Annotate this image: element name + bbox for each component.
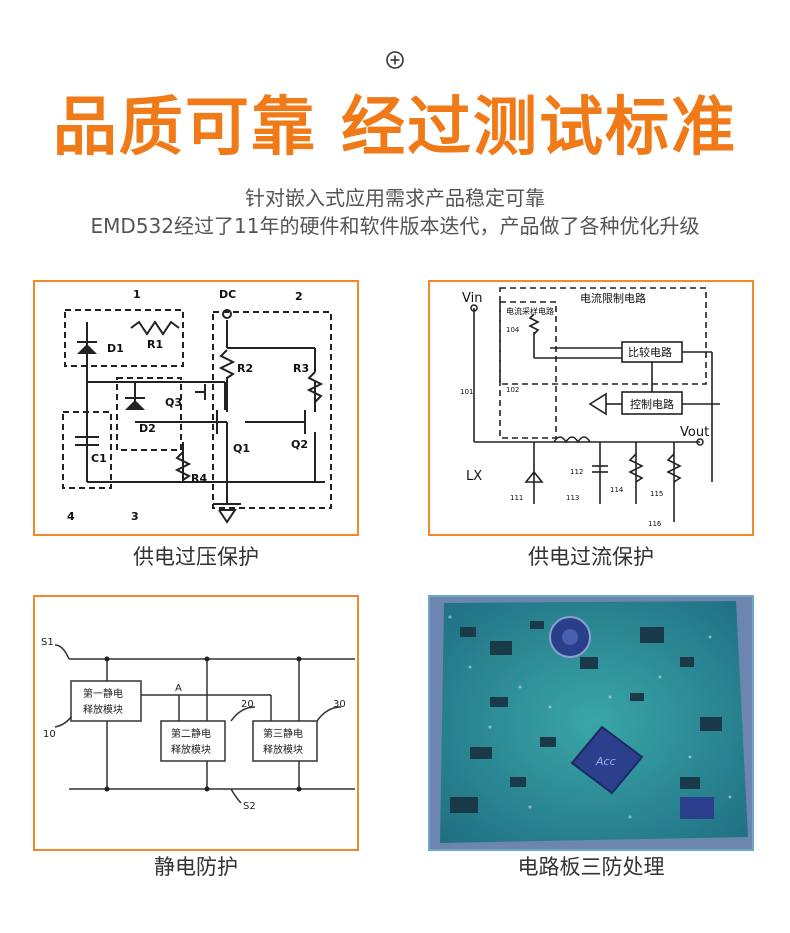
label-102: 102 [506,386,519,394]
esd-block-diagram: S1 S2 A 第一静电 释放模块 第二静电 释放模块 第三静电 释放模块 10… [41,637,355,812]
label-r1: R1 [147,338,163,351]
label-lx: LX [466,469,482,484]
label-n2: 2 [295,290,303,303]
label-c1: C1 [91,452,107,465]
card-overvoltage: 1 2 3 4 DC D1 R1 R2 R3 Q3 D2 C1 Q1 Q2 R4 [33,280,359,536]
label-101: 101 [460,388,473,396]
label-module3-line2: 释放模块 [263,743,303,756]
label-q3: Q3 [165,396,182,409]
label-n4: 4 [67,510,75,523]
label-module2-line1: 第二静电 [171,727,211,740]
card-pcb: Acc [428,595,754,851]
pcb-photo: Acc [430,597,752,849]
label-module2-line2: 释放模块 [171,743,211,756]
label-115: 115 [650,490,663,498]
card-esd: S1 S2 A 第一静电 释放模块 第二静电 释放模块 第三静电 释放模块 10… [33,595,359,851]
label-30: 30 [333,699,346,710]
label-vin: Vin [462,291,482,306]
subtitle-line-1: 针对嵌入式应用需求产品稳定可靠 [245,186,545,210]
label-n3: 3 [131,510,139,523]
label-q2: Q2 [291,438,308,451]
label-sample-circuit: 电流采样电路 [506,306,554,316]
card-overcurrent: Vin 电流限制电路 电流采样电路 比较电路 控制电路 Vout LX 101 … [428,280,754,536]
label-10: 10 [43,729,56,740]
page-title: 品质可靠 经过测试标准 [52,91,738,165]
label-113: 113 [566,494,579,502]
label-s2: S2 [243,801,256,812]
label-chip-acc: Acc [595,755,616,768]
overcurrent-circuit-diagram: Vin 电流限制电路 电流采样电路 比较电路 控制电路 Vout LX 101 … [460,287,720,528]
label-q1: Q1 [233,442,250,455]
overvoltage-circuit-diagram: 1 2 3 4 DC D1 R1 R2 R3 Q3 D2 C1 Q1 Q2 R4 [62,288,332,524]
label-module1-line2: 释放模块 [83,703,123,716]
label-n1: 1 [133,288,141,301]
label-d2: D2 [139,422,156,435]
label-104: 104 [506,326,520,334]
label-compare-circuit: 比较电路 [628,345,672,359]
label-20: 20 [241,699,254,710]
label-116: 116 [648,520,662,528]
label-112: 112 [570,468,583,476]
caption-esd: 静电防护 [154,855,238,879]
label-control-circuit: 控制电路 [630,397,674,411]
label-vout: Vout [680,425,709,440]
label-111: 111 [510,494,523,502]
label-a: A [175,683,182,694]
caption-overvoltage: 供电过压保护 [133,545,259,569]
caption-overcurrent: 供电过流保护 [528,545,654,569]
label-114: 114 [610,486,624,494]
label-dc: DC [219,288,236,301]
label-r4: R4 [191,472,207,485]
plus-circle-icon [386,51,404,69]
label-module1-line1: 第一静电 [83,687,123,700]
label-r2: R2 [237,362,253,375]
label-limit-circuit: 电流限制电路 [580,291,646,305]
label-d1: D1 [107,342,124,355]
caption-pcb: 电路板三防处理 [517,855,665,879]
subtitle-line-2: EMD532经过了11年的硬件和软件版本迭代，产品做了各种优化升级 [90,214,700,238]
label-s1: S1 [41,637,54,648]
label-r3: R3 [293,362,309,375]
label-module3-line1: 第三静电 [263,727,303,740]
